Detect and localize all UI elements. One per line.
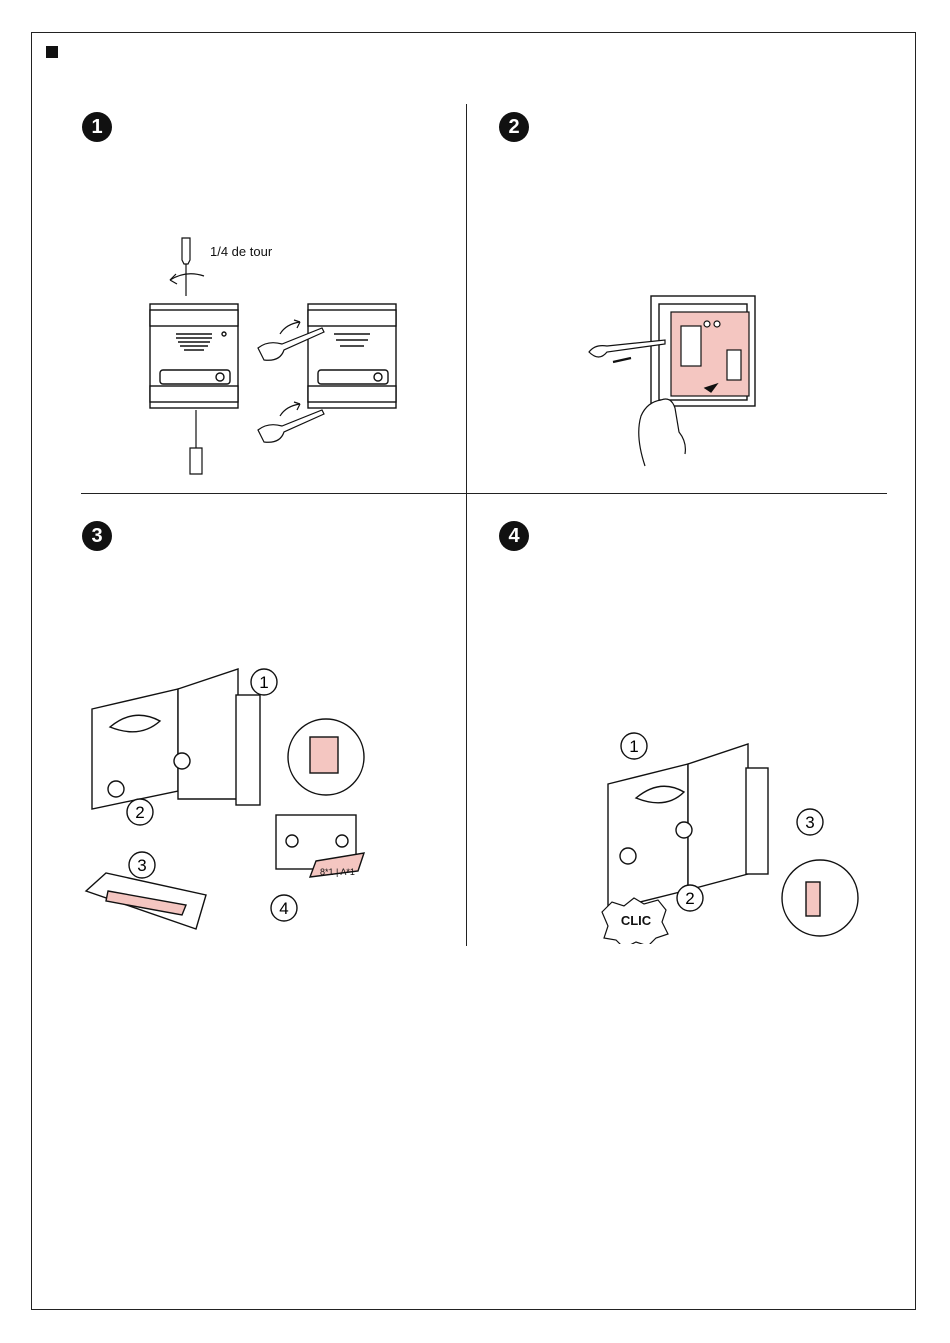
screwdriver-bottom-icon: [190, 410, 202, 474]
callout-1: 1: [621, 733, 647, 759]
svg-text:1: 1: [259, 673, 268, 692]
label-strip-text: 8*1 | A*1: [320, 867, 355, 877]
svg-text:2: 2: [135, 803, 144, 822]
section-marker-square: [46, 46, 58, 58]
step-3-illustration: 8*1 | A*1 1 2 3 4: [80, 665, 400, 940]
quarter-turn-caption: 1/4 de tour: [210, 244, 273, 259]
callout-2: 2: [677, 885, 703, 911]
vertical-divider: [466, 104, 467, 946]
screwdriver-top-icon: [170, 238, 204, 296]
svg-text:3: 3: [137, 856, 146, 875]
svg-text:1: 1: [629, 737, 638, 756]
label-holder: [86, 873, 206, 929]
step-1-illustration: 1/4 de tour: [140, 230, 410, 485]
step-2-badge: 2: [499, 112, 529, 142]
step-3-badge: 3: [82, 521, 112, 551]
detail-circle: [288, 719, 364, 795]
detail-circle-clip: [782, 860, 858, 936]
callout-3: 3: [129, 852, 155, 878]
electronic-module: [671, 312, 749, 396]
open-panel: [92, 669, 260, 809]
callout-3: 3: [797, 809, 823, 835]
svg-text:4: 4: [279, 899, 288, 918]
svg-text:2: 2: [685, 889, 694, 908]
step-4-illustration: 1 2 3 CLIC: [600, 722, 860, 944]
intercom-panel-side: [308, 304, 396, 408]
callout-1: 1: [251, 669, 277, 695]
step-1-badge: 1: [82, 112, 112, 142]
callout-4: 4: [271, 895, 297, 921]
svg-text:3: 3: [805, 813, 814, 832]
callout-2: 2: [127, 799, 153, 825]
horizontal-divider: [81, 493, 887, 494]
step-2-illustration: [575, 290, 765, 470]
intercom-panel-front: [150, 304, 238, 408]
clic-label: CLIC: [621, 913, 652, 928]
step-4-badge: 4: [499, 521, 529, 551]
